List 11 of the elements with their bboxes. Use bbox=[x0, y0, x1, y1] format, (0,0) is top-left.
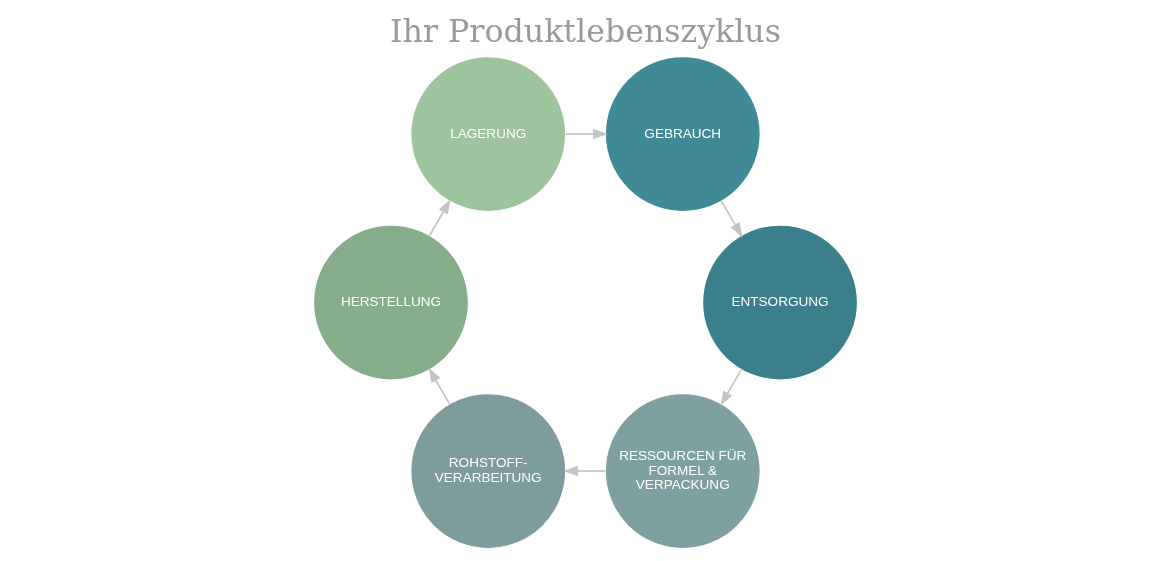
arrow bbox=[562, 465, 606, 477]
node-circle: ROHSTOFF-VERARBEITUNG bbox=[409, 393, 566, 550]
node-circle: RESSOURCEN FÜR FORMEL & VERPACKUNG bbox=[604, 393, 761, 550]
node-circle: GEBRAUCH bbox=[604, 56, 761, 213]
diagram-title: Ihr Produktlebenszyklus bbox=[389, 13, 781, 50]
arrow bbox=[720, 200, 742, 238]
node-circle: HERSTELLUNG bbox=[312, 224, 469, 381]
arrow bbox=[428, 367, 450, 405]
arrow bbox=[564, 128, 608, 140]
arrow bbox=[428, 199, 451, 237]
arrow bbox=[719, 368, 742, 406]
